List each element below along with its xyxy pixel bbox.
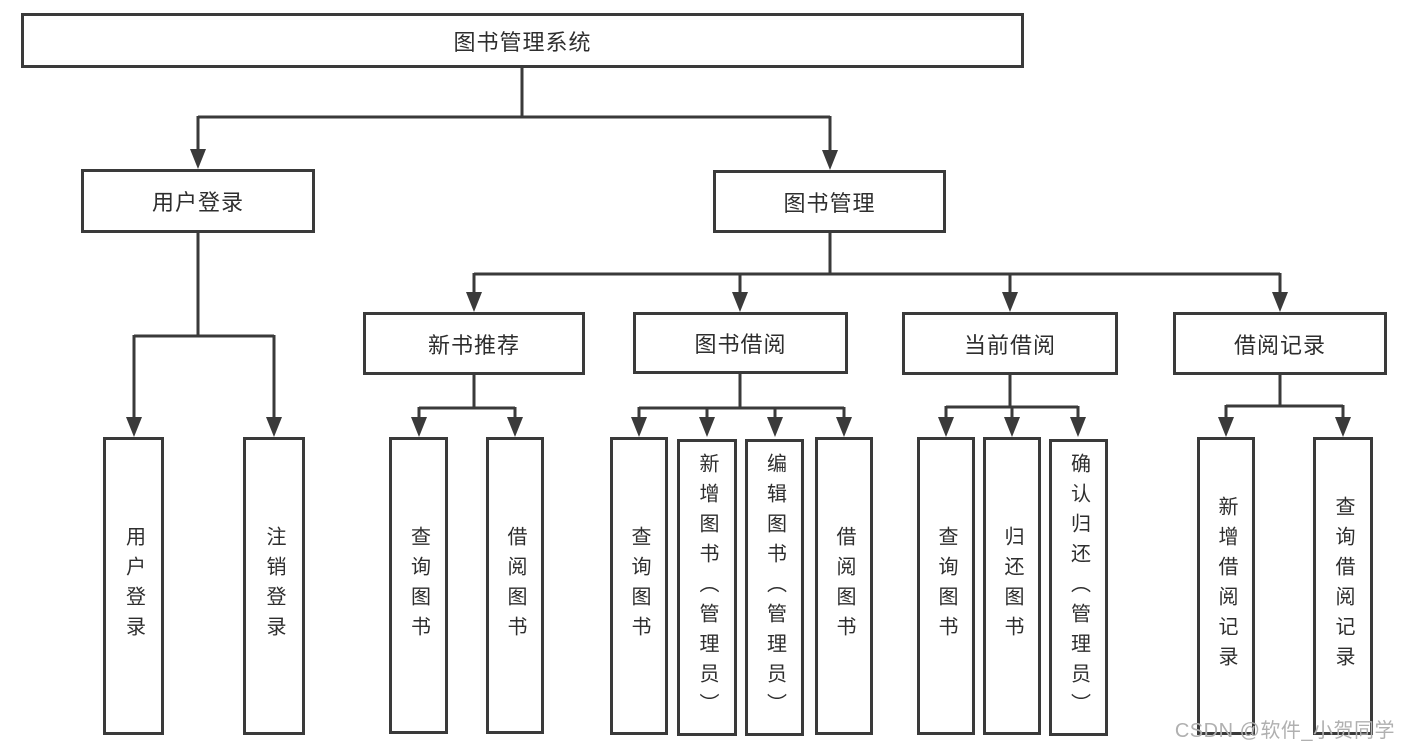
leaf-borrow-borrow-book: 借阅图书: [815, 437, 873, 735]
leaf-query-borrow-record: 查询借阅记录: [1313, 437, 1373, 735]
leaf-borrow-query-book: 查询图书: [610, 437, 668, 735]
leaf-label: 用户登录: [122, 526, 145, 646]
leaf-newbook-borrow-book: 借阅图书: [486, 437, 544, 734]
leaf-label: 注销登录: [263, 526, 285, 646]
leaf-label: 借阅图书: [504, 525, 526, 646]
leaf-newbook-query-book: 查询图书: [389, 437, 448, 734]
leaf-add-book-admin: 新增图书（管理员）: [677, 439, 737, 736]
leaf-label: 查询图书: [935, 526, 957, 646]
connector-user-login-to-leaves: [126, 233, 282, 437]
leaf-label: 归还图书: [1001, 526, 1023, 646]
leaf-label: 查询借阅记录: [1332, 496, 1354, 676]
node-current-borrow: 当前借阅: [902, 312, 1118, 375]
leaf-current-query-book: 查询图书: [917, 437, 975, 735]
node-user-login: 用户登录: [81, 169, 315, 233]
leaf-add-borrow-record: 新增借阅记录: [1197, 437, 1255, 735]
leaf-label: 新增借阅记录: [1215, 496, 1237, 676]
leaf-label: 查询图书: [628, 526, 650, 646]
leaf-logout: 注销登录: [243, 437, 305, 735]
leaf-label: 新增图书（管理员）: [696, 452, 718, 723]
node-root-library-system: 图书管理系统: [21, 13, 1024, 68]
leaf-return-book: 归还图书: [983, 437, 1041, 735]
node-borrow-record: 借阅记录: [1173, 312, 1387, 375]
leaf-confirm-return-admin: 确认归还（管理员）: [1049, 439, 1108, 736]
connector-book-borrow-to-leaves: [631, 374, 852, 437]
leaf-label: 确认归还（管理员）: [1067, 452, 1090, 723]
connector-new-book-to-leaves: [411, 375, 523, 437]
leaf-label: 编辑图书（管理员）: [763, 452, 786, 723]
leaf-edit-book-admin: 编辑图书（管理员）: [745, 439, 804, 736]
node-new-book-recommend: 新书推荐: [363, 312, 585, 375]
leaf-label: 借阅图书: [833, 526, 855, 646]
connector-root-to-level1: [190, 68, 838, 170]
csdn-watermark: CSDN @软件_小贺同学: [1174, 720, 1395, 742]
node-book-borrow: 图书借阅: [633, 312, 848, 374]
connector-current-borrow-to-leaves: [938, 375, 1086, 437]
leaf-user-login: 用户登录: [103, 437, 164, 735]
node-book-management: 图书管理: [713, 170, 946, 233]
leaf-label: 查询图书: [407, 525, 430, 646]
connector-borrow-record-to-leaves: [1218, 375, 1351, 437]
connector-book-mgmt-to-level2: [466, 233, 1288, 312]
